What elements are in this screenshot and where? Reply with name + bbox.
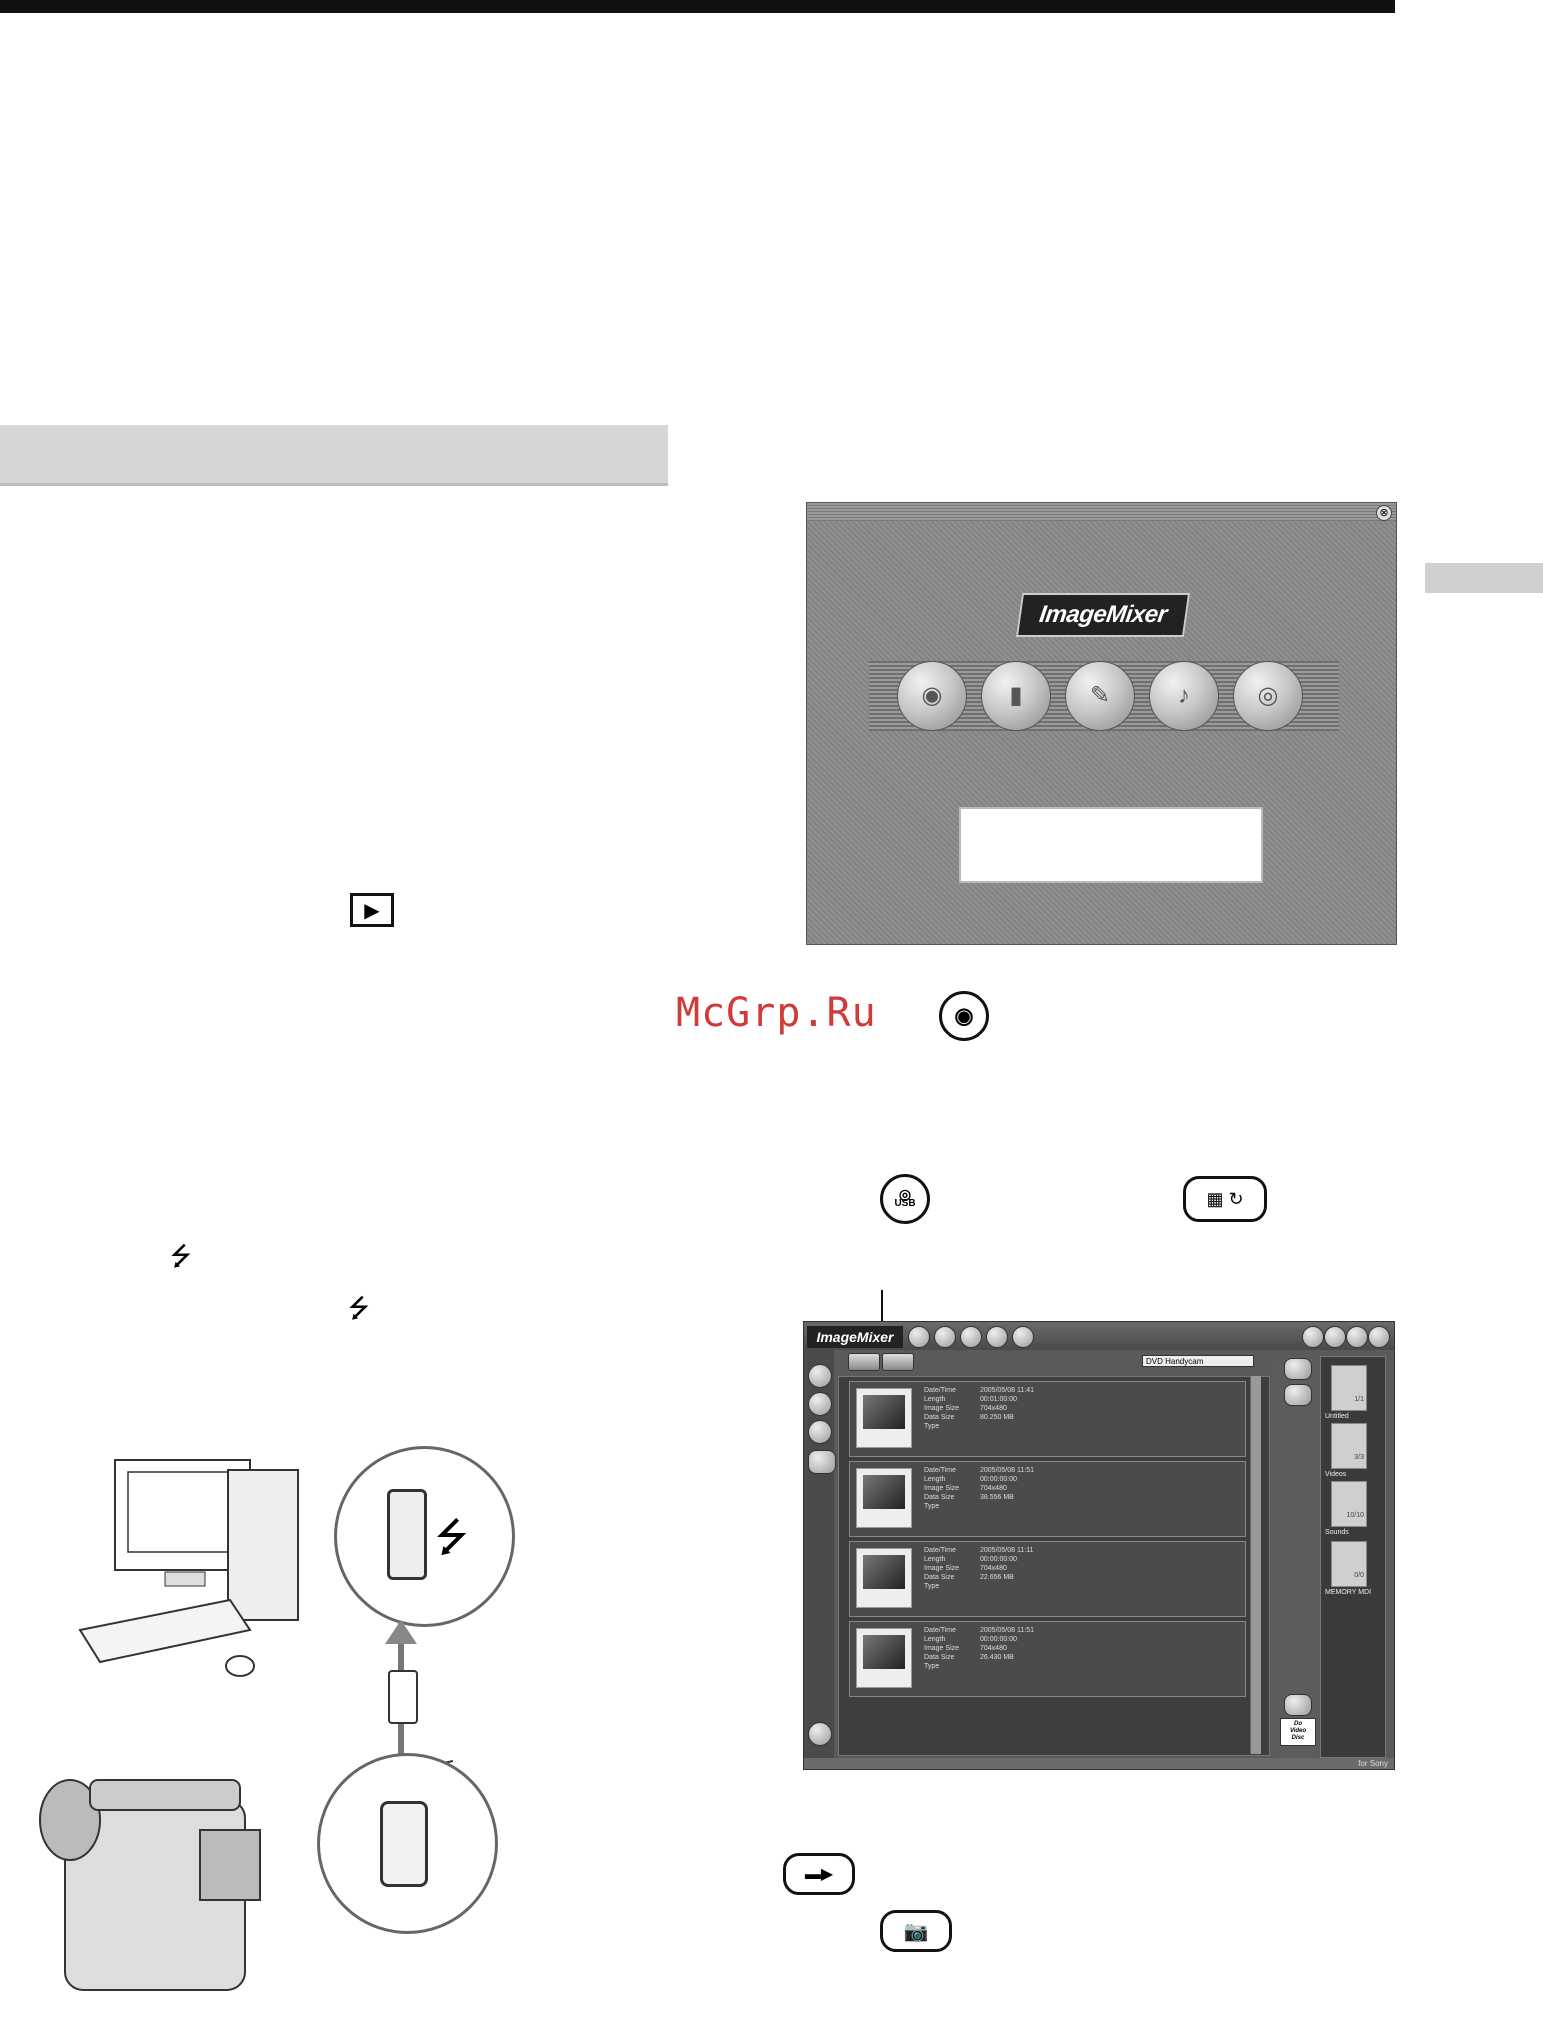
clip-thumbnail [856,1548,912,1608]
movie-clapper-icon[interactable]: ✎ [1065,661,1135,731]
action-column [1274,1356,1318,1756]
album-panel: 1/1 Untitled 3/3 Videos 10/10 Sounds 0/0… [1320,1356,1386,1758]
keyboard [78,1598,252,1664]
view-tabs [848,1353,920,1371]
disc-tools-icon[interactable]: ♪ [1149,661,1219,731]
album-item[interactable]: 3/3 [1331,1423,1367,1469]
clip-thumbnail [856,1388,912,1448]
clip-thumbnail [856,1628,912,1688]
disc-burn-icon: ◉ [939,991,989,1041]
album-item[interactable]: 0/0 [1331,1541,1367,1587]
camera-icon: 📷 [880,1910,952,1952]
album-book-icon[interactable]: ▮ [981,661,1051,731]
device-select[interactable]: DVD Handycam [1142,1355,1254,1367]
dvd-disc-icon[interactable]: ◉ [897,661,967,731]
imagemixer-start-window: ⊗ ImageMixer ◉ ▮ ✎ ♪ ◎ [806,502,1397,945]
toolbar-music-icon[interactable] [986,1326,1008,1348]
dv-port-magnifier [317,1753,498,1934]
camcorder-top [89,1779,241,1811]
usb-camera-icon: ◎USB [880,1174,930,1224]
toolbar-cd-icon[interactable] [1012,1326,1034,1348]
usb-icon-2: ⭍ [348,1293,370,1323]
tab-movie[interactable] [848,1353,880,1371]
close-icon[interactable]: ⊗ [1376,505,1392,521]
disc-refresh-icon: ▦ ↻ [1183,1176,1267,1222]
album-label: Sounds [1325,1529,1349,1536]
zoom-icon[interactable] [1284,1694,1312,1716]
disc-refresh-icon[interactable] [1284,1358,1312,1380]
sidebar-usb-icon[interactable] [808,1450,836,1474]
toolbar-album-icon[interactable] [934,1326,956,1348]
camcorder-viewfinder [199,1829,261,1901]
imagemixer-logo-small: ImageMixer [807,1326,903,1348]
status-bar [804,1758,1394,1769]
movie-camera-icon: ▬▶ [783,1853,855,1895]
chapter-tab [1425,563,1543,593]
usb-mini-port [380,1801,428,1887]
sidebar-pen-icon[interactable] [808,1722,832,1746]
brand-text: for Sony [1358,1759,1388,1768]
arrow-up-icon [385,1620,417,1644]
left-sidebar [804,1350,834,1760]
message-box [959,807,1263,883]
clip-thumbnail [856,1468,912,1528]
usb-a-port [387,1489,427,1580]
computer-illustration [78,1459,299,1677]
sidebar-tools-icon[interactable] [808,1420,832,1444]
play-icon: ▶ [350,893,394,927]
album-label: Videos [1325,1471,1347,1478]
sidebar-disc-icon[interactable] [808,1392,832,1416]
usb-icon-3: ⭍ [435,1516,469,1560]
start-window-titlebar [807,503,1396,521]
close-icon[interactable] [1368,1326,1390,1348]
toolbar-dvd-icon[interactable] [908,1326,930,1348]
camcorder-lens [39,1779,101,1861]
usb-port-magnifier: ⭍ [334,1446,515,1627]
watermark: McGrp.Ru [676,990,877,1036]
camcorder-illustration [39,1779,261,1991]
tower-case [227,1469,299,1621]
usb-icon: ⭍ [170,1241,192,1271]
imagemixer-logo: ImageMixer [1015,593,1191,637]
usb-plug-a [388,1670,418,1724]
sidebar-album-icon[interactable] [808,1364,832,1388]
clip-list-scrollbar[interactable] [1250,1376,1261,1754]
dvd-video-badge: Do Video Disc [1280,1718,1316,1746]
toolbar-movie-icon[interactable] [960,1326,982,1348]
bell-icon[interactable] [1302,1326,1324,1348]
section-heading-bar [0,425,668,486]
disc-import-icon[interactable] [1284,1384,1312,1406]
monitor-screen [127,1471,237,1553]
cd-disc-icon[interactable]: ◎ [1233,661,1303,731]
tab-still[interactable] [882,1353,914,1371]
album-item[interactable]: 1/1 [1331,1365,1367,1411]
top-rule [0,0,1395,13]
album-label: Untitled [1325,1413,1349,1420]
album-label: MEMORY MDI [1325,1589,1372,1596]
monitor-stand [164,1571,206,1587]
settings-icon[interactable] [1346,1326,1368,1348]
album-item[interactable]: 10/10 [1331,1481,1367,1527]
mouse [225,1655,255,1677]
help-icon[interactable] [1324,1326,1346,1348]
